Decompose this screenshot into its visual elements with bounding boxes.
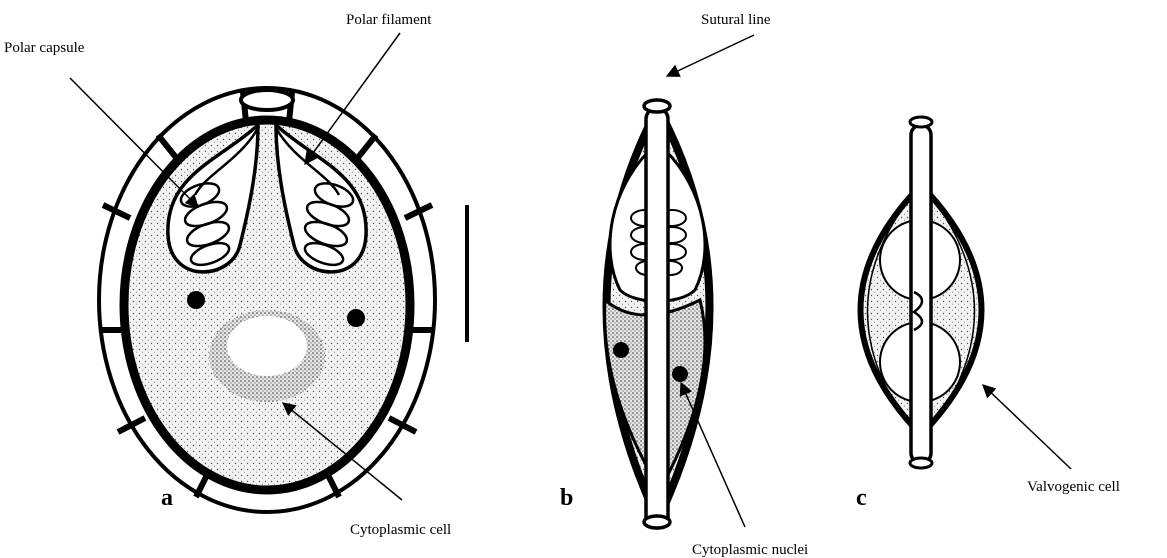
panel-label-c: c — [856, 485, 867, 511]
label-sutural-line: Sutural line — [701, 12, 771, 28]
label-polar-filament: Polar filament — [346, 12, 432, 28]
label-valvogenic-cell: Valvogenic cell — [1027, 479, 1120, 495]
spore-b-ridge-top — [644, 100, 670, 112]
panel-label-a: a — [161, 485, 173, 511]
spore-c-ridge-top — [910, 117, 932, 127]
label-cytoplasmic-cell: Cytoplasmic cell — [350, 522, 451, 538]
leader-sutural-line — [667, 35, 754, 76]
spore-a — [99, 88, 435, 512]
spore-c-sutural-ridge — [911, 125, 931, 463]
spore-a-vacuole — [227, 316, 307, 376]
panel-label-b: b — [560, 485, 573, 511]
spore-c — [861, 117, 982, 468]
spore-a-nucleus-right — [347, 309, 365, 327]
leader-valvogenic-cell — [983, 385, 1071, 469]
leader-cytoplasmic-nuclei — [681, 383, 745, 527]
spore-b-ridge-bottom — [644, 516, 670, 528]
spore-c-ridge-bottom — [910, 458, 932, 468]
spore-a-apex — [241, 90, 293, 110]
spore-a-nucleus-left — [187, 291, 205, 309]
label-cytoplasmic-nuclei: Cytoplasmic nuclei — [692, 542, 808, 558]
label-polar-capsule: Polar capsule — [4, 40, 85, 56]
spore-b-sutural-ridge — [646, 108, 668, 528]
spore-b — [605, 100, 710, 528]
spore-b-nucleus-right — [672, 366, 688, 382]
spore-b-nucleus-left — [613, 342, 629, 358]
